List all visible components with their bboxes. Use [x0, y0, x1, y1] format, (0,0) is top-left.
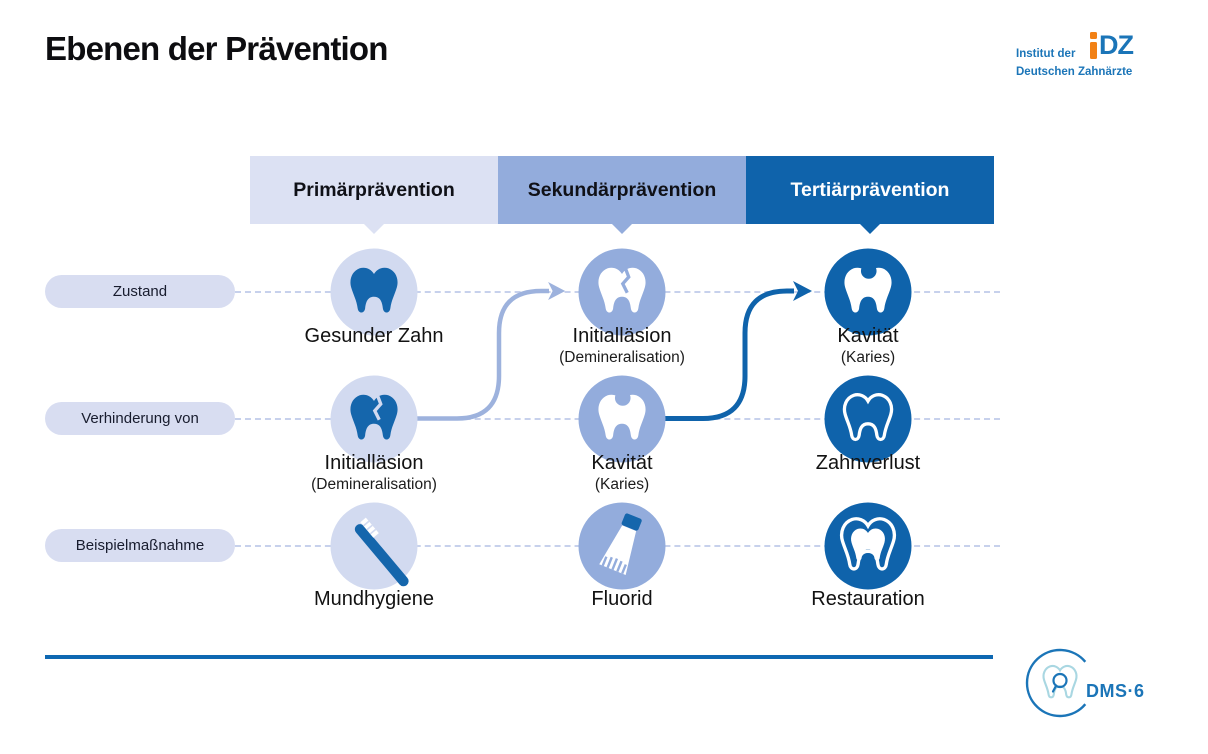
idz-i-glyph-icon — [1090, 32, 1097, 59]
cell-label: Fluorid — [591, 588, 653, 610]
cell-sublabel: (Karies) — [594, 476, 650, 493]
idz-logo: Institut der Deutschen Zahnärzte DZ — [1014, 30, 1184, 82]
cell-label: Zahnverlust — [815, 452, 921, 474]
row-label-verhinderung-von: Verhinderung von — [45, 402, 235, 435]
idz-logo-line1: Institut der — [1016, 48, 1076, 60]
page-title: Ebenen der Prävention — [45, 30, 388, 67]
cell-label: Restauration — [811, 588, 925, 610]
column-header-primaerpraevention: Primärprävention — [250, 156, 498, 224]
initial-lesion-tooth-icon — [578, 248, 666, 336]
row-label-zustand: Zustand — [45, 275, 235, 308]
cavity-tooth-icon — [578, 375, 666, 463]
cell-label: Mundhygiene — [313, 588, 435, 610]
healthy-tooth-icon — [330, 248, 418, 336]
arrow-lesion-progression-icon — [404, 282, 566, 421]
cell-label: Kavität — [837, 325, 899, 347]
row-label-beispielmassnahme: Beispielmaßnahme — [45, 529, 235, 562]
cell-label: Gesunder Zahn — [304, 325, 444, 347]
cell-sublabel: (Demineralisation) — [559, 349, 685, 366]
footer-rule — [45, 655, 993, 659]
cell-label: Kavität — [591, 452, 653, 474]
cell-sublabel: (Demineralisation) — [311, 476, 437, 493]
dms6-logo: DMS·6 — [1022, 645, 1182, 740]
cell-label: Initialläsion — [324, 452, 424, 474]
toothpaste-icon — [578, 502, 666, 590]
toothbrush-icon — [330, 502, 418, 590]
tooth-outline-icon — [824, 375, 912, 463]
column-header-sekundaerpraevention: Sekundärprävention — [498, 156, 746, 224]
idz-logo-line2: Deutschen Zahnärzte — [1016, 66, 1133, 78]
cell-label: Initialläsion — [572, 325, 672, 347]
idz-logo-mark: DZ — [1090, 30, 1134, 60]
dms6-tooth-lens-icon — [1025, 648, 1087, 718]
initial-lesion-tooth-icon — [330, 375, 418, 463]
restored-tooth-icon — [824, 502, 912, 590]
dms6-label: DMS·6 — [1086, 681, 1145, 701]
column-header-tertiaerpraevention: Tertiärprävention — [746, 156, 994, 224]
idz-dz-letters: DZ — [1099, 30, 1134, 60]
cavity-tooth-icon — [824, 248, 912, 336]
cell-sublabel: (Karies) — [840, 349, 896, 366]
